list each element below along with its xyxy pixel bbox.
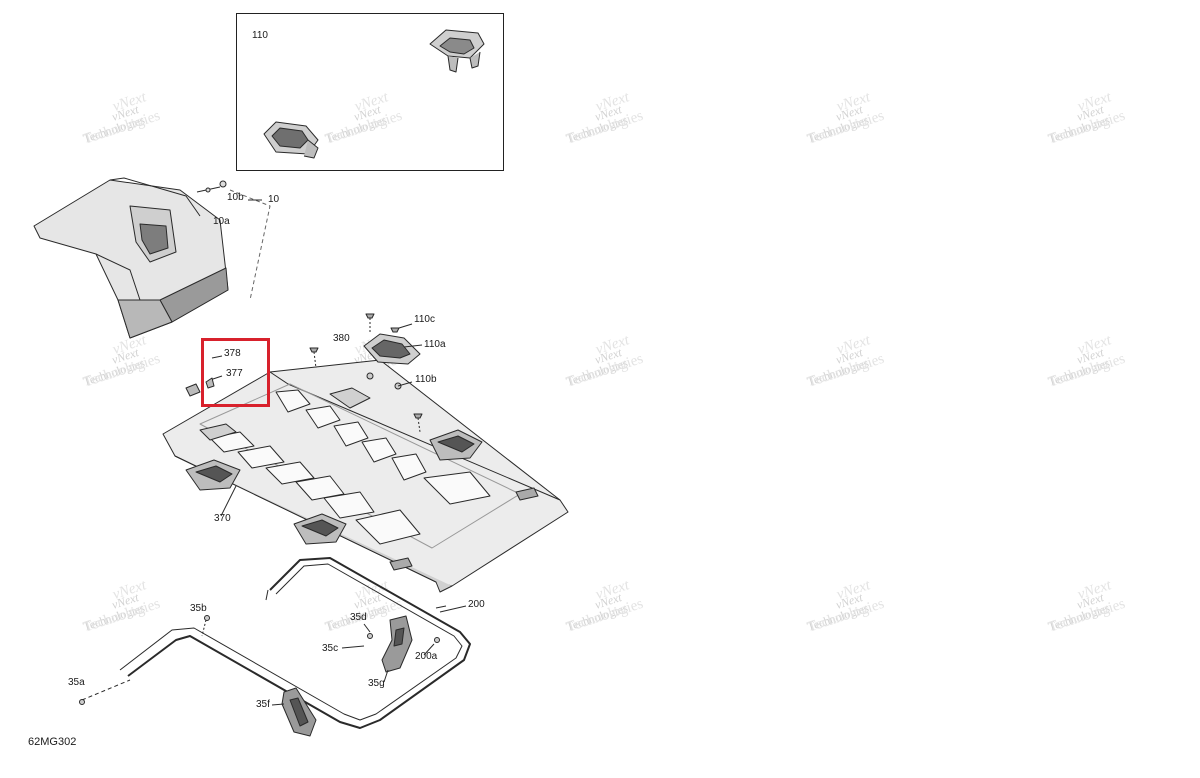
callout-200[interactable]: 200 [468, 599, 485, 610]
highlight-box [201, 338, 270, 407]
callout-380[interactable]: 380 [333, 333, 350, 344]
callout-35c[interactable]: 35c [322, 643, 339, 654]
callout-110b[interactable]: 110b [415, 374, 437, 385]
callout-35f[interactable]: 35f [256, 699, 270, 710]
callout-10b[interactable]: 10b [227, 192, 244, 203]
part-200-frame [119, 557, 471, 729]
callout-10a[interactable]: 10a [213, 216, 230, 227]
callout-370[interactable]: 370 [214, 513, 231, 524]
callout-10[interactable]: 10 [268, 194, 280, 205]
part-370-plate [162, 359, 569, 593]
callout-110a[interactable]: 110a [424, 339, 446, 350]
callout-35b[interactable]: 35b [190, 603, 207, 614]
callout-110[interactable]: 110 [252, 30, 268, 41]
callout-200a[interactable]: 200a [415, 651, 438, 662]
callout-35d[interactable]: 35d [350, 612, 367, 623]
callout-35a[interactable]: 35a [68, 677, 85, 688]
callout-35g[interactable]: 35g [368, 678, 385, 689]
part-10-fender [33, 177, 271, 339]
part-35f-foot [281, 687, 317, 737]
inset-box-110 [236, 13, 504, 171]
diagram-code: 62MG302 [28, 736, 77, 748]
callout-110c[interactable]: 110c [414, 314, 435, 325]
part-110a-mount [363, 333, 421, 365]
callout-377[interactable]: 377 [226, 368, 243, 379]
inset-part-110 [263, 29, 485, 159]
part-35g-bracket [381, 615, 413, 673]
callout-378[interactable]: 378 [224, 348, 241, 359]
